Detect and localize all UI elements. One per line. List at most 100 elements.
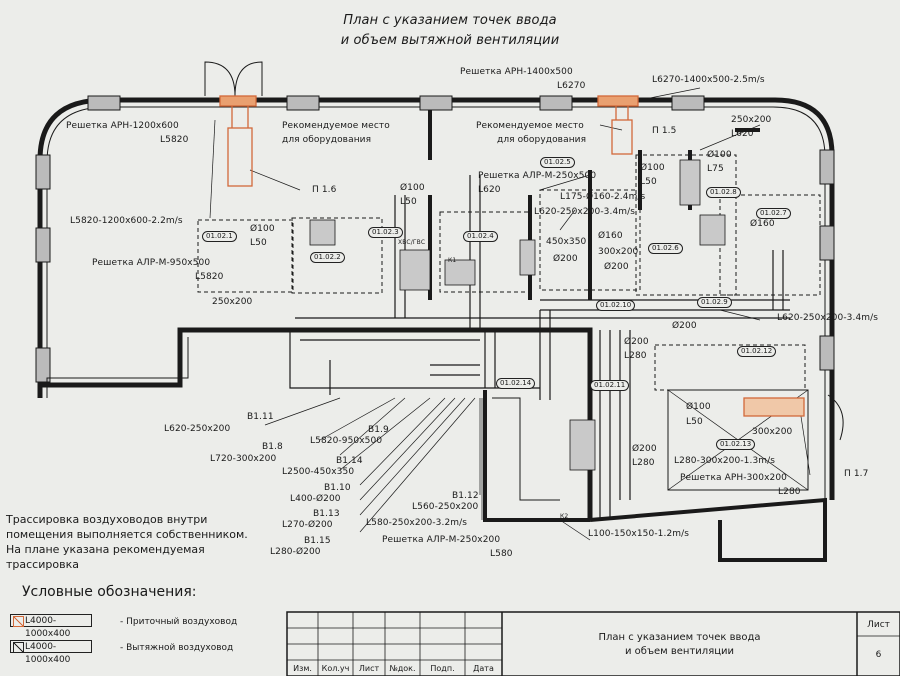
label-450x350: 450х350	[546, 237, 587, 247]
label-l50-b: L50	[640, 177, 657, 187]
stamp-sheet-title-1: План с указанием точек ввода	[598, 632, 761, 643]
label-l50-a: L50	[250, 238, 267, 248]
label-reshetka-arn-1400: Решетка АРН-1400х500	[460, 67, 573, 77]
routing-note: Трассировка воздуховодов внутри помещени…	[6, 512, 306, 572]
page-title-line2: и объем вытяжной вентиляции	[340, 33, 560, 48]
label-phi100-c: Ø100	[400, 183, 425, 193]
label-l270: L270-Ø200	[282, 520, 333, 530]
room-tag: 01.02.7	[756, 208, 791, 219]
label-l620-flow-b: L620-250х200-3.4m/s	[777, 313, 879, 323]
label-l280-b: L280	[632, 458, 655, 468]
stamp-col-izm: Изм.	[293, 664, 312, 673]
label-300x200-b: 300х200	[752, 427, 793, 437]
label-b18: В1.8	[262, 442, 283, 452]
label-phi160-b: Ø160	[598, 231, 623, 241]
room-tag: 01.02.14	[496, 378, 536, 389]
label-reshetka-alr-250x500: Решетка АЛР-М-250х500	[478, 171, 597, 181]
legend-exhaust-label: - Вытяжной воздуховод	[120, 643, 234, 653]
label-l280-d200: L280-Ø200	[270, 547, 321, 557]
label-phi160-a: Ø160	[750, 219, 775, 229]
legend-exhaust-code: L4000-1000x400	[25, 642, 71, 665]
label-l6270-flow: L6270-1400х500-2.5m/s	[652, 75, 765, 85]
note-line: помещения выполняется собственником.	[6, 528, 248, 541]
label-l5820-950: L5820-950х500	[310, 436, 383, 446]
note-line: Трассировка воздуховодов внутри	[6, 513, 208, 526]
label-b113: В1.13	[313, 509, 340, 519]
room-tag: 01.02.3	[368, 227, 403, 238]
label-250x200-b: 250х200	[212, 297, 253, 307]
supply-unit-16	[227, 127, 253, 187]
south-wall	[37, 327, 593, 520]
room-tag: 01.02.4	[463, 231, 498, 242]
legend-supply-label: - Приточный воздуховод	[120, 617, 238, 627]
label-l50-c: L50	[400, 197, 417, 207]
label-p15: П 1.5	[652, 126, 677, 136]
label-l580: L580	[490, 549, 513, 559]
entry-door	[204, 61, 236, 97]
label-hvs: ХВС/ГВС	[398, 239, 426, 246]
label-l5820-flow: L5820-1200х600-2.2m/s	[70, 216, 183, 226]
label-p17: П 1.7	[844, 469, 869, 479]
stamp-sheet-title-2: и объем вентиляции	[624, 646, 735, 657]
label-reshetka-arn-300x200: Решетка АРН-300х200	[680, 473, 787, 483]
label-l560: L560-250х200	[412, 502, 479, 512]
label-reshetka-alr-950x500: Решетка АЛР-М-950х500	[92, 258, 211, 268]
room-tag: 01.02.2	[310, 252, 345, 263]
label-k1: К1	[448, 257, 457, 264]
stamp-col-podp: Подп.	[430, 664, 455, 673]
label-b110: В1.10	[324, 483, 351, 493]
label-250x200-a: 250х200	[731, 115, 772, 125]
label-phi200-a: Ø200	[553, 254, 578, 264]
supply-swatch-icon	[13, 616, 24, 627]
legend-supply-swatch: L4000-1000x400	[10, 614, 92, 639]
label-phi200-c: Ø200	[672, 321, 697, 331]
label-l620-250: L620-250х200	[164, 424, 231, 434]
label-l2500: L2500-450х350	[282, 467, 355, 477]
label-phi200-e: Ø200	[632, 444, 657, 454]
label-l5820-b: L5820	[195, 272, 224, 282]
label-l6270: L6270	[557, 81, 586, 91]
legend-supply-code: L4000-1000x400	[25, 616, 71, 639]
stamp-col-data: Дата	[473, 664, 494, 673]
label-l75: L75	[707, 164, 724, 174]
label-l280-flow: L280-300х200-1.3m/s	[674, 456, 776, 466]
label-reshetka-arn-1200: Решетка АРН-1200х600	[66, 121, 179, 131]
note-line: трассировка	[6, 558, 79, 571]
label-l720: L720-300х200	[210, 454, 277, 464]
supply-unit-15	[611, 119, 633, 155]
label-l620-flow-a: L620-250х200-3.4m/s	[534, 207, 636, 217]
room-tag: 01.02.12	[737, 346, 777, 357]
label-l580-flow: L580-250х200-3.2m/s	[366, 518, 468, 528]
label-l280-a: L280	[624, 351, 647, 361]
note-line: На плане указана рекомендуемая	[6, 543, 205, 556]
label-l400: L400-Ø200	[290, 494, 341, 504]
label-phi200-d: Ø200	[624, 337, 649, 347]
label-l100: L100-150х150-1.2m/s	[588, 529, 690, 539]
label-b114: В1.14	[336, 456, 363, 466]
stamp-col-kol: Кол.уч	[321, 664, 350, 673]
stamp-col-dok: №док.	[389, 664, 416, 673]
label-rec-place-1: Рекомендуемое место	[282, 121, 390, 131]
label-l175: L175-Ø160-2.4m/s	[560, 192, 646, 202]
label-l620-a: L620	[731, 129, 754, 139]
label-b19: В1.9	[368, 425, 389, 435]
stamp-sheet-label: Лист	[867, 620, 890, 630]
label-phi100-a2: Ø100	[250, 224, 275, 234]
label-phi100-d: Ø100	[686, 402, 711, 412]
label-300x200-a: 300х200	[598, 247, 639, 257]
room-tag: 01.02.10	[596, 300, 636, 311]
label-l280-c: L280	[778, 487, 801, 497]
supply-unit-17	[743, 397, 805, 417]
room-tag: 01.02.9	[697, 297, 732, 308]
label-b115: В1.15	[304, 536, 331, 546]
label-b111: В1.11	[247, 412, 274, 422]
label-rec-place-1b: для оборудования	[282, 135, 372, 145]
exhaust-swatch-icon	[13, 642, 24, 653]
supply-grille-1400	[597, 95, 639, 107]
label-l50-d: L50	[686, 417, 703, 427]
legend-title: Условные обозначения:	[22, 584, 197, 600]
legend-exhaust-swatch: L4000-1000x400	[10, 640, 92, 665]
label-b112: В1.12	[452, 491, 479, 501]
